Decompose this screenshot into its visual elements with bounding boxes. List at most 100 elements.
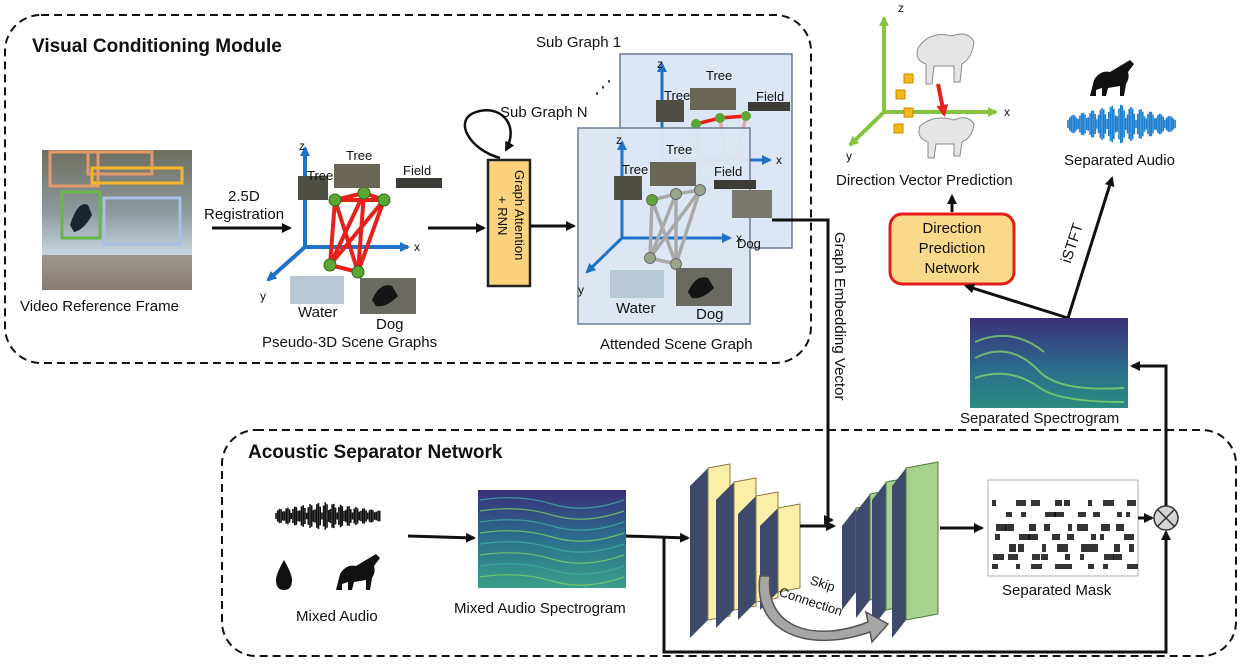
- mask-block: [993, 554, 1004, 560]
- mask-block: [995, 534, 1000, 540]
- mask-block: [1103, 564, 1108, 569]
- subn-node-water: Water: [616, 300, 656, 317]
- mask-block: [1078, 512, 1086, 517]
- spectrogram-line: [479, 563, 625, 575]
- mask-block: [1016, 564, 1020, 569]
- multiply-operator: [1153, 505, 1179, 531]
- arrow-istft: [1066, 176, 1115, 319]
- attended-edge: [648, 188, 702, 260]
- attended-node: [644, 252, 656, 264]
- mask-block: [1018, 544, 1024, 552]
- mask-block: [1057, 544, 1068, 552]
- mask-block: [1009, 544, 1016, 552]
- attended-node: [646, 194, 658, 206]
- sub-graph-ellipsis: ⋰: [594, 77, 612, 97]
- mask-block: [1032, 554, 1040, 560]
- spectrogram-line: [479, 552, 625, 564]
- spectrogram-line: [479, 541, 625, 553]
- sub1-node-tree-small: Tree: [664, 88, 691, 103]
- registration-label-line2: Registration: [204, 206, 285, 223]
- mask-block: [1021, 512, 1026, 517]
- recurrent-loop: [463, 109, 515, 160]
- mask-block: [1104, 554, 1114, 560]
- attended-node: [694, 184, 706, 196]
- attended-edge: [648, 199, 654, 259]
- subn-node-tree: Tree: [666, 142, 693, 157]
- mixed-audio-waveform: [275, 502, 381, 530]
- attended-edge: [674, 189, 702, 265]
- direction-vector-plot: [848, 16, 998, 159]
- graph-attention-label: Graph Attention: [512, 170, 527, 261]
- mask-block: [1055, 500, 1062, 506]
- axis-z-label: z: [299, 139, 305, 153]
- skip-connection-arrow: [758, 575, 890, 644]
- sub1-node: [691, 119, 701, 129]
- dir-axis-x-label: x: [1004, 105, 1010, 119]
- graph-embedding-vector-label: Graph Embedding Vector: [831, 232, 848, 401]
- mask-block: [1041, 554, 1048, 560]
- graph-edge: [356, 199, 386, 273]
- video-reference-frame: [42, 150, 192, 290]
- attended-node: [670, 258, 682, 270]
- subn-node-field: Field: [714, 164, 743, 179]
- encoder-layers: [690, 463, 801, 638]
- mask-block: [1045, 512, 1056, 517]
- mask-block: [992, 500, 996, 506]
- scene-graph-edges: [323, 186, 391, 279]
- mixed-audio-label: Mixed Audio: [296, 608, 378, 625]
- spectrogram-line: [479, 530, 625, 542]
- direction-network-line1: Direction: [922, 220, 982, 237]
- mask-block: [1114, 544, 1120, 552]
- graph-node: [377, 193, 391, 207]
- graph-node: [328, 193, 342, 207]
- mask-block: [1088, 564, 1094, 569]
- separated-spectrogram-harmonics: [974, 335, 1125, 403]
- graph-edge: [328, 198, 386, 267]
- mask-block: [1055, 564, 1064, 569]
- mask-block: [1044, 524, 1050, 531]
- mask-block: [1077, 524, 1088, 531]
- separated-spectrogram-image: [970, 318, 1128, 408]
- mask-block: [1116, 524, 1124, 531]
- mask-block: [1101, 524, 1110, 531]
- mask-block: [1129, 544, 1134, 552]
- water-drop-icon: [276, 560, 292, 590]
- graph-attention-box: [486, 158, 532, 288]
- mask-block: [1029, 524, 1036, 531]
- attended-edge: [650, 199, 678, 265]
- sub1-node: [715, 113, 725, 123]
- graph-node: [351, 265, 365, 279]
- node-label-dog: Dog: [376, 316, 404, 333]
- wolf-icon: [1090, 60, 1134, 96]
- visual-module-boundary: [4, 14, 812, 364]
- decoder-layer-edge: [856, 494, 870, 618]
- thumbnail-patches: [290, 88, 790, 314]
- node-label-tree-small: Tree: [307, 168, 334, 183]
- mask-block: [1042, 544, 1046, 552]
- mask-block: [1067, 534, 1074, 540]
- direction-arrow: [936, 83, 949, 117]
- graph-edge: [328, 199, 337, 266]
- separated-mask-label: Separated Mask: [1002, 582, 1112, 599]
- subn-axis-z-label: z: [616, 133, 622, 147]
- mask-block: [992, 564, 998, 569]
- sub-graph-n-label: Sub Graph N: [500, 104, 588, 121]
- sub1-node: [741, 111, 751, 121]
- subn-axis-y-label: y: [578, 283, 584, 297]
- mask-block: [1005, 524, 1014, 531]
- node-label-water: Water: [298, 304, 338, 321]
- mask-block: [1064, 564, 1072, 569]
- mask-block: [1126, 512, 1130, 517]
- mixed-spectrogram-label: Mixed Audio Spectrogram: [454, 600, 626, 617]
- registration-label-line1: 2.5D: [228, 188, 260, 205]
- mask-block: [1127, 500, 1136, 506]
- node-label-field: Field: [403, 163, 432, 178]
- graph-edge: [333, 199, 360, 273]
- acoustic-module-title: Acoustic Separator Network: [248, 442, 503, 463]
- mask-block: [1006, 512, 1012, 517]
- arrow-spectrogram-to-encoder: [625, 532, 690, 543]
- mask-block: [1113, 554, 1122, 560]
- arrow-residual-to-multiply: [662, 530, 1171, 654]
